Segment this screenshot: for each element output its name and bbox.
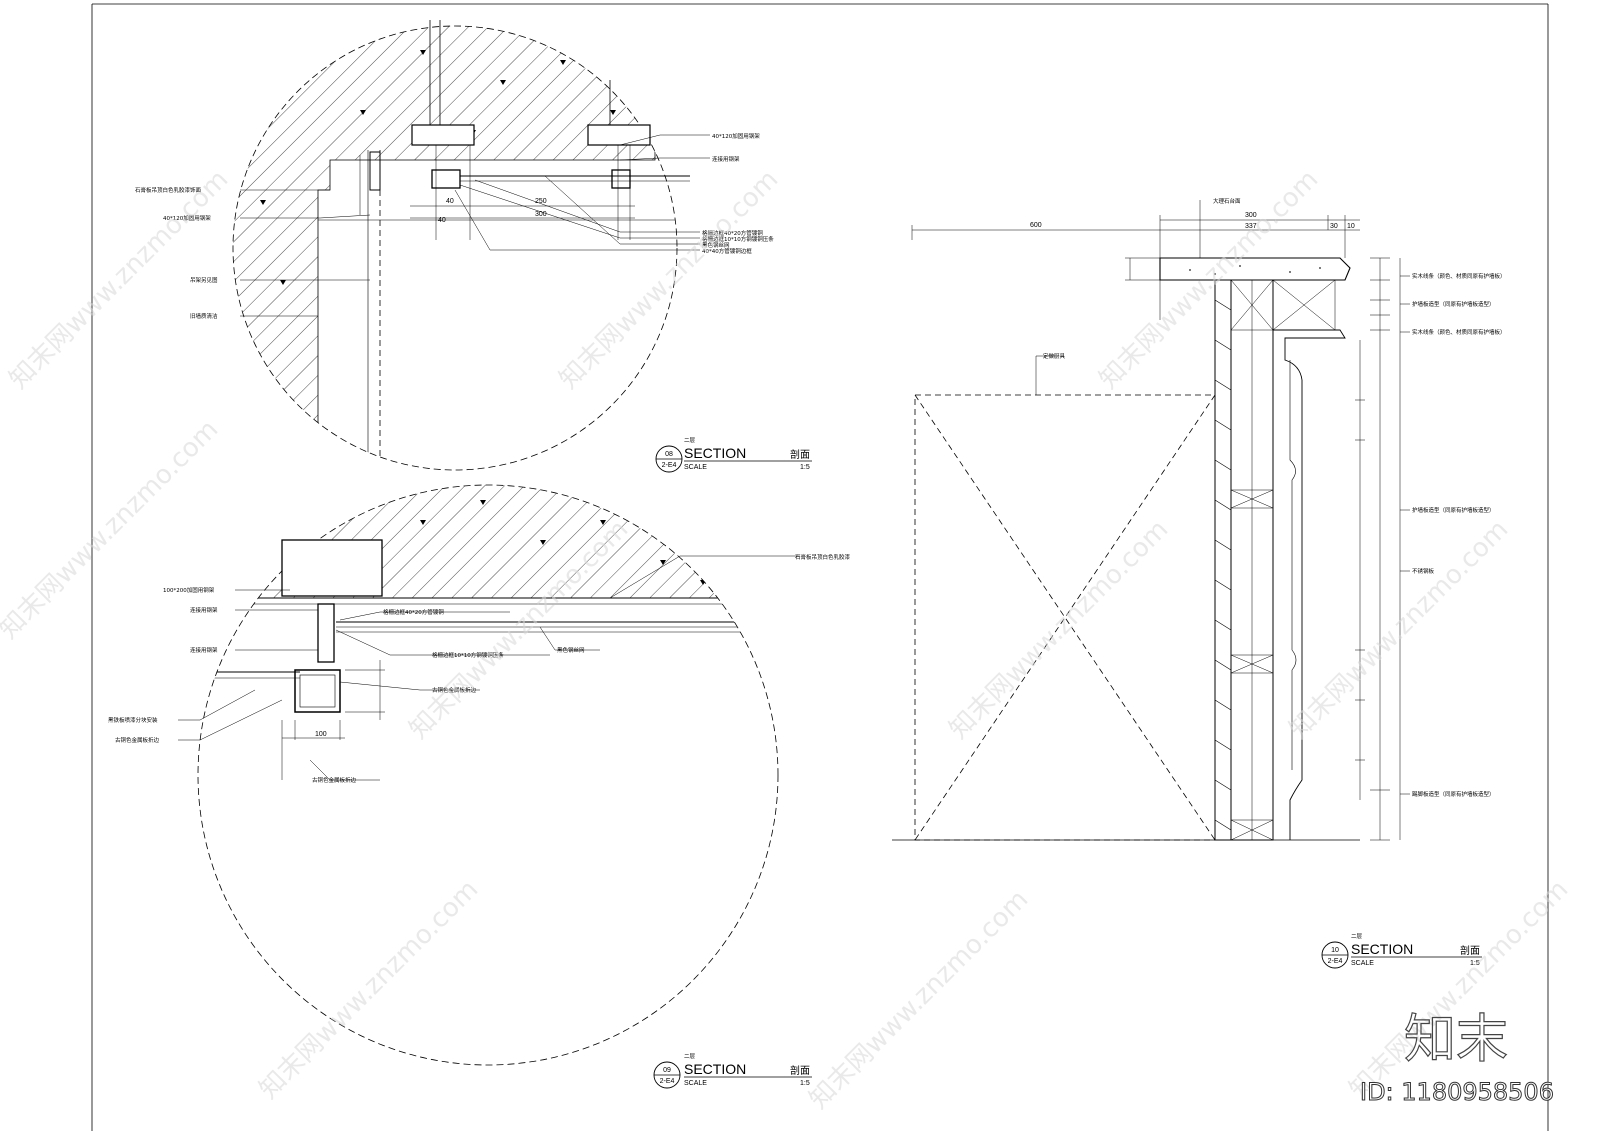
detail-10-scale-label: SCALE [1351,960,1374,967]
detail-09-bubble-number: 09 [663,1067,671,1074]
detail-10-countertop [1159,257,1351,281]
detail-10-label-r5: 踢脚板造型（同原有护墙板造型） [1412,790,1495,798]
detail-08-scale-label: SCALE [684,464,707,471]
detail-09-dim-1: 100 [315,731,327,738]
detail-10-label-r4: 不锈钢板 [1412,567,1435,575]
detail-09-label-l1: 连接用钢架 [190,606,218,614]
detail-09-label-m0: 格栅边框40*20方管镀铜 [383,608,444,616]
detail-09-title-block: 09 2-E4 二层 SECTION 剖面 SCALE 1:5 [653,1053,812,1089]
detail-08-label-r3: 格栅边框10*10方钢镀铜压条 [702,235,774,243]
watermark-text: 知末网www.znzmo.com [554,164,785,395]
detail-09-floor: 二层 [684,1053,696,1060]
detail-09-label-l3: 黑铁板喷漆分块安装 [108,716,158,724]
detail-10-label-cabinet: 定做厨具 [1043,352,1066,360]
detail-08-label-r4: 黑色钢丝网 [702,241,730,249]
detail-09: 100 100*200加固用钢架 连接用钢架 连接用钢架 黑铁板喷漆分块安装 古… [108,484,851,1089]
detail-08-concrete [233,26,677,470]
detail-09-label-r0: 石膏板吊顶白色乳胶漆 [795,553,851,561]
detail-08-dim-4: 40 [438,217,446,224]
detail-08-bubble-number: 08 [665,451,673,458]
detail-10-dim-4: 30 [1330,223,1338,230]
detail-10-title-block: 10 2-E4 二层 SECTION 剖面 SCALE 1:5 [1321,933,1482,969]
watermark-text: 知末网www.znzmo.com [254,874,485,1105]
detail-10-floor: 二层 [1351,933,1363,940]
detail-10-dim-2: 300 [1245,212,1257,219]
watermark-text: 知末网www.znzmo.com [1344,874,1575,1105]
detail-10-label-r1: 护墙板造型（同原有护墙板造型） [1412,300,1495,308]
detail-08-label-l3: 旧墙质清洁 [190,312,218,320]
detail-09-concrete [198,485,778,599]
detail-10-label-r2: 实木线条（颜色、材质同原有护墙板） [1412,328,1506,336]
brand-logo: 知末 [1404,1010,1508,1070]
detail-10: 定做厨具 [892,197,1506,969]
detail-10-label-r3: 护墙板造型（同原有护墙板造型） [1412,506,1495,514]
detail-08-label-r0: 40*120加固用钢架 [712,132,760,140]
detail-09-scale: 1:5 [800,1080,810,1087]
detail-08-dim-2: 250 [535,198,547,205]
detail-09-label-m4: 古铜色金属板折边 [312,776,357,784]
detail-08-label-l2: 吊架另见图 [190,276,218,284]
detail-08-title-block: 08 2-E4 二层 SECTION 剖面 SCALE 1:5 [655,437,812,473]
detail-09-bubble-sheet: 2-E4 [660,1078,675,1085]
watermark-text: 知末网www.znzmo.com [804,884,1035,1115]
detail-09-label-l0: 100*200加固用钢架 [163,586,215,594]
watermark-text: 知末网www.znzmo.com [1284,514,1515,745]
detail-08-label-r5: 40*40方管镀铜边框 [702,247,752,255]
detail-09-label-m1: 格栅边框10*10方钢镀铜压条 [432,651,504,659]
detail-10-dim-3: 337 [1245,223,1257,230]
detail-08-bubble-sheet: 2-E4 [662,462,677,469]
detail-09-title: SECTION [684,1061,746,1077]
detail-10-bubble-number: 10 [1331,947,1339,954]
detail-08-title: SECTION [684,445,746,461]
detail-10-scale: 1:5 [1470,960,1480,967]
detail-10-bubble-sheet: 2-E4 [1328,958,1343,965]
detail-08-label-l0: 石膏板吊顶白色乳胶漆饰面 [135,186,202,194]
watermark-text: 知末网www.znzmo.com [944,514,1175,745]
detail-08-scale: 1:5 [800,464,810,471]
detail-08: 40 250 300 40 40*120加固用钢架 连接用钢架 格栅边框40*2… [135,20,812,473]
detail-10-dim-5: 10 [1347,223,1355,230]
detail-08-label-l1: 40*120加固用钢架 [163,214,211,222]
detail-10-title-cn: 剖面 [1460,944,1480,957]
sheet-border [91,3,1549,1131]
detail-08-label-r1: 连接用钢架 [712,155,740,163]
detail-10-wall-panel [1214,279,1232,841]
detail-09-label-l2: 连接用钢架 [190,646,218,654]
detail-08-floor: 二层 [684,437,696,444]
detail-08-title-cn: 剖面 [790,448,810,461]
detail-10-label-r0: 实木线条（颜色、材质同原有护墙板） [1412,272,1506,280]
detail-09-label-m3: 古铜色金属板折边 [432,686,477,694]
image-id-label: ID: 1180958506 [1360,1078,1554,1106]
detail-09-label-m2: 黑色钢丝网 [557,646,585,654]
detail-09-label-l4: 古铜色金属板折边 [115,736,160,744]
detail-09-scale-label: SCALE [684,1080,707,1087]
watermark-layer: 知末网www.znzmo.com 知末网www.znzmo.com 知末网www… [0,164,1574,1115]
detail-10-title: SECTION [1351,941,1413,957]
detail-10-label-top: 大理石台面 [1213,197,1241,205]
detail-08-label-r2: 格栅边框40*20方管镀铜 [702,229,763,237]
detail-09-title-cn: 剖面 [790,1064,810,1077]
detail-10-dim-1: 600 [1030,222,1042,229]
detail-08-dim-3: 300 [535,211,547,218]
detail-08-dim-1: 40 [446,198,454,205]
